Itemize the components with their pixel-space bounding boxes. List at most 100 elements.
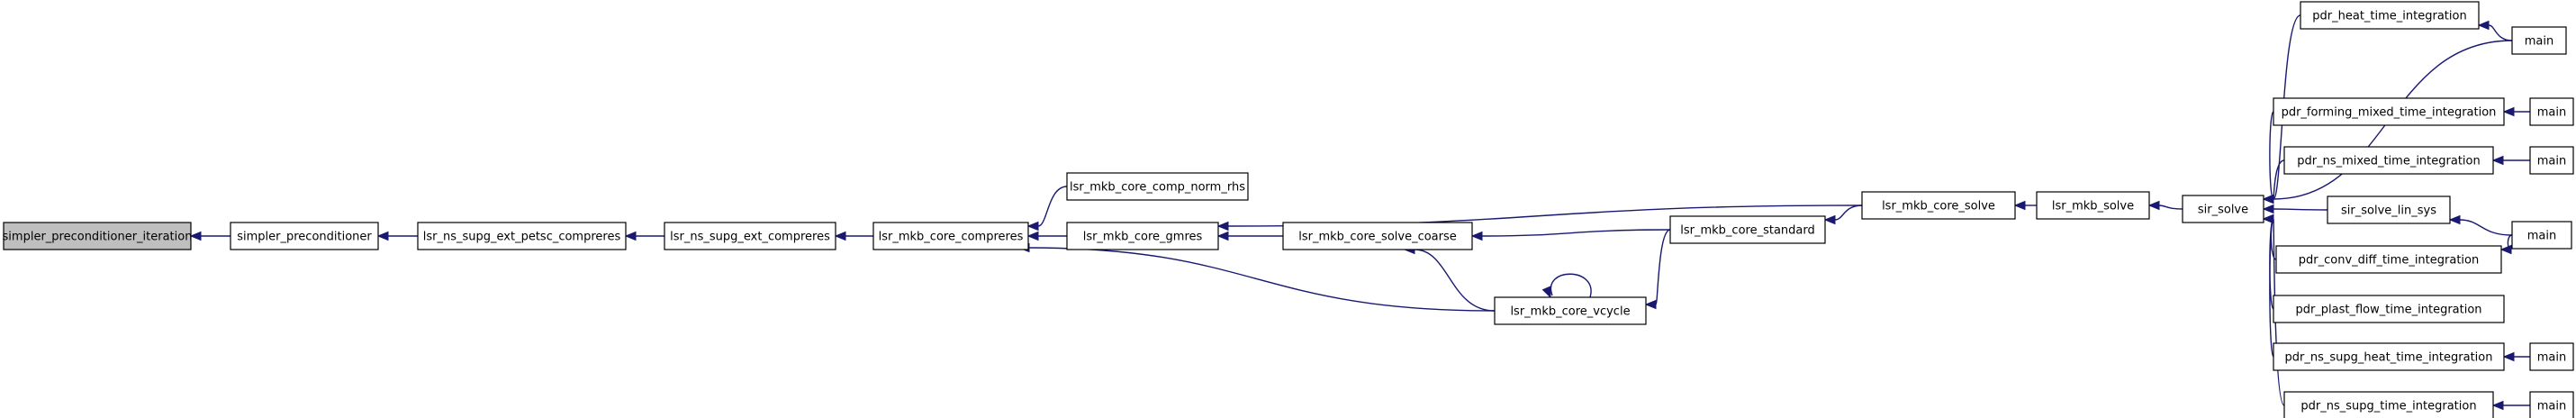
edge-lmcg-to-lmcc <box>1026 231 1067 241</box>
node-lmcso[interactable]: lsr_mkb_core_solve <box>1861 191 2016 220</box>
node-box <box>230 222 379 250</box>
node-label: pdr_plast_flow_time_integration <box>2295 304 2481 317</box>
node-pnmti[interactable]: pdr_ns_mixed_time_integration <box>2283 146 2494 175</box>
edge-m3-to-pnmti <box>2491 155 2530 166</box>
edge-arrowhead <box>2491 400 2504 411</box>
edge-line <box>2269 111 2274 200</box>
node-pfmti[interactable]: pdr_forming_mixed_time_integration <box>2273 97 2505 126</box>
edge-m2-to-pfmti <box>2502 106 2530 117</box>
node-label: pdr_conv_diff_time_integration <box>2299 254 2479 268</box>
node-label: main <box>2527 230 2556 243</box>
node-sp[interactable]: simpler_preconditioner <box>230 222 379 250</box>
node-m4[interactable]: main <box>2511 221 2572 250</box>
edge-ssls-to-sirs <box>2262 204 2328 214</box>
edge-pfmti-to-sirs <box>2262 111 2274 204</box>
node-label: lsr_mkb_core_compreres <box>879 231 1024 244</box>
edges-layer <box>189 14 2531 411</box>
node-lmcsc[interactable]: lsr_mkb_core_solve_coarse <box>1282 222 1473 250</box>
edge-line <box>1834 204 1863 221</box>
node-label: lsr_mkb_solve <box>2052 200 2134 214</box>
node-m2[interactable]: main <box>2529 97 2574 126</box>
node-label: main <box>2537 400 2566 413</box>
edge-line <box>2273 159 2285 200</box>
node-label: lsr_mkb_core_vcycle <box>1510 305 1630 319</box>
node-label: lsr_mkb_core_gmres <box>1083 231 1203 244</box>
node-label: pdr_ns_mixed_time_integration <box>2297 155 2480 168</box>
edge-lmcst-to-lmcv <box>1644 229 1671 310</box>
node-box <box>2273 97 2505 126</box>
node-box <box>1494 296 1647 325</box>
node-label: lsr_ns_supg_ext_compreres <box>670 231 830 244</box>
node-ssls[interactable]: sir_solve_lin_sys <box>2327 195 2451 224</box>
edge-arrowhead <box>2477 20 2490 31</box>
node-box <box>1669 215 1826 244</box>
node-lmcc[interactable]: lsr_mkb_core_compreres <box>872 222 1029 250</box>
edge-m1-to-phti <box>2477 20 2513 41</box>
edge-line <box>1414 249 1496 312</box>
edge-line <box>1037 186 1068 227</box>
node-box <box>2273 342 2505 371</box>
node-box <box>2283 391 2494 418</box>
node-label: lsr_mkb_core_comp_norm_rhs <box>1070 181 1245 195</box>
node-label: simpler_preconditioner_iteration <box>3 231 193 244</box>
node-m1[interactable]: main <box>2511 26 2567 55</box>
node-box <box>2529 97 2574 126</box>
node-box <box>1066 222 1219 250</box>
edge-lmcsc-to-lmcg <box>1216 231 1283 241</box>
node-label: main <box>2537 351 2566 365</box>
node-ppfti[interactable]: pdr_plast_flow_time_integration <box>2273 295 2505 323</box>
node-pnsti[interactable]: pdr_ns_supg_time_integration <box>2283 391 2494 418</box>
node-box <box>3 222 192 250</box>
node-label: pdr_ns_supg_heat_time_integration <box>2285 351 2493 365</box>
node-spi[interactable]: simpler_preconditioner_iteration <box>3 222 193 250</box>
node-m3[interactable]: main <box>2529 146 2574 175</box>
node-box <box>1282 222 1473 250</box>
edge-arrowhead <box>2262 204 2274 214</box>
edge-arrowhead <box>1823 214 1836 225</box>
node-box <box>2327 195 2451 224</box>
node-m5[interactable]: main <box>2529 342 2574 371</box>
edge-arrowhead <box>1216 231 1229 241</box>
node-lmcg[interactable]: lsr_mkb_core_gmres <box>1066 222 1219 250</box>
edge-m5-to-pnshti <box>2502 351 2531 362</box>
node-box <box>2511 221 2572 250</box>
node-lms[interactable]: lsr_mkb_solve <box>2036 191 2150 220</box>
node-label: lsr_mkb_core_solve <box>1882 200 1995 214</box>
edge-arrowhead <box>2499 244 2512 255</box>
edge-arrowhead <box>376 231 389 241</box>
node-box <box>2283 146 2494 175</box>
edge-arrowhead <box>2262 214 2274 224</box>
node-box <box>417 222 627 250</box>
node-m6[interactable]: main <box>2529 391 2574 418</box>
node-box <box>1861 191 2016 220</box>
node-pnshti[interactable]: pdr_ns_supg_heat_time_integration <box>2273 342 2505 371</box>
node-lmcn[interactable]: lsr_mkb_core_comp_norm_rhs <box>1066 172 1249 201</box>
edge-lnsep-to-sp <box>376 231 418 241</box>
edge-line <box>1550 273 1592 298</box>
node-lmcv[interactable]: lsr_mkb_core_vcycle <box>1494 296 1647 325</box>
edge-line <box>2158 204 2183 210</box>
node-label: sir_solve_lin_sys <box>2341 204 2436 218</box>
edge-arrowhead <box>2147 200 2160 211</box>
node-box <box>664 222 836 250</box>
node-box <box>2036 191 2150 220</box>
node-label: main <box>2525 35 2553 49</box>
edge-lms-to-lmcso <box>2013 200 2037 211</box>
node-lmcst[interactable]: lsr_mkb_core_standard <box>1669 215 1826 244</box>
node-box <box>2300 1 2480 30</box>
node-phti[interactable]: pdr_heat_time_integration <box>2300 1 2480 30</box>
node-pcdti[interactable]: pdr_conv_diff_time_integration <box>2275 245 2502 274</box>
edge-m4-to-pcdti <box>2499 234 2513 255</box>
node-lnse[interactable]: lsr_ns_supg_ext_compreres <box>664 222 836 250</box>
edge-pnmti-to-sirs <box>2262 159 2285 204</box>
node-lnsep[interactable]: lsr_ns_supg_ext_petsc_compreres <box>417 222 627 250</box>
node-box <box>2275 245 2502 274</box>
node-box <box>2182 195 2264 223</box>
edge-arrowhead <box>2448 214 2461 225</box>
node-sirs[interactable]: sir_solve <box>2182 195 2264 223</box>
edge-lmcn-to-lmcc <box>1026 186 1068 232</box>
edge-arrowhead <box>1216 221 1229 232</box>
node-box <box>2529 342 2574 371</box>
node-box <box>2529 146 2574 175</box>
